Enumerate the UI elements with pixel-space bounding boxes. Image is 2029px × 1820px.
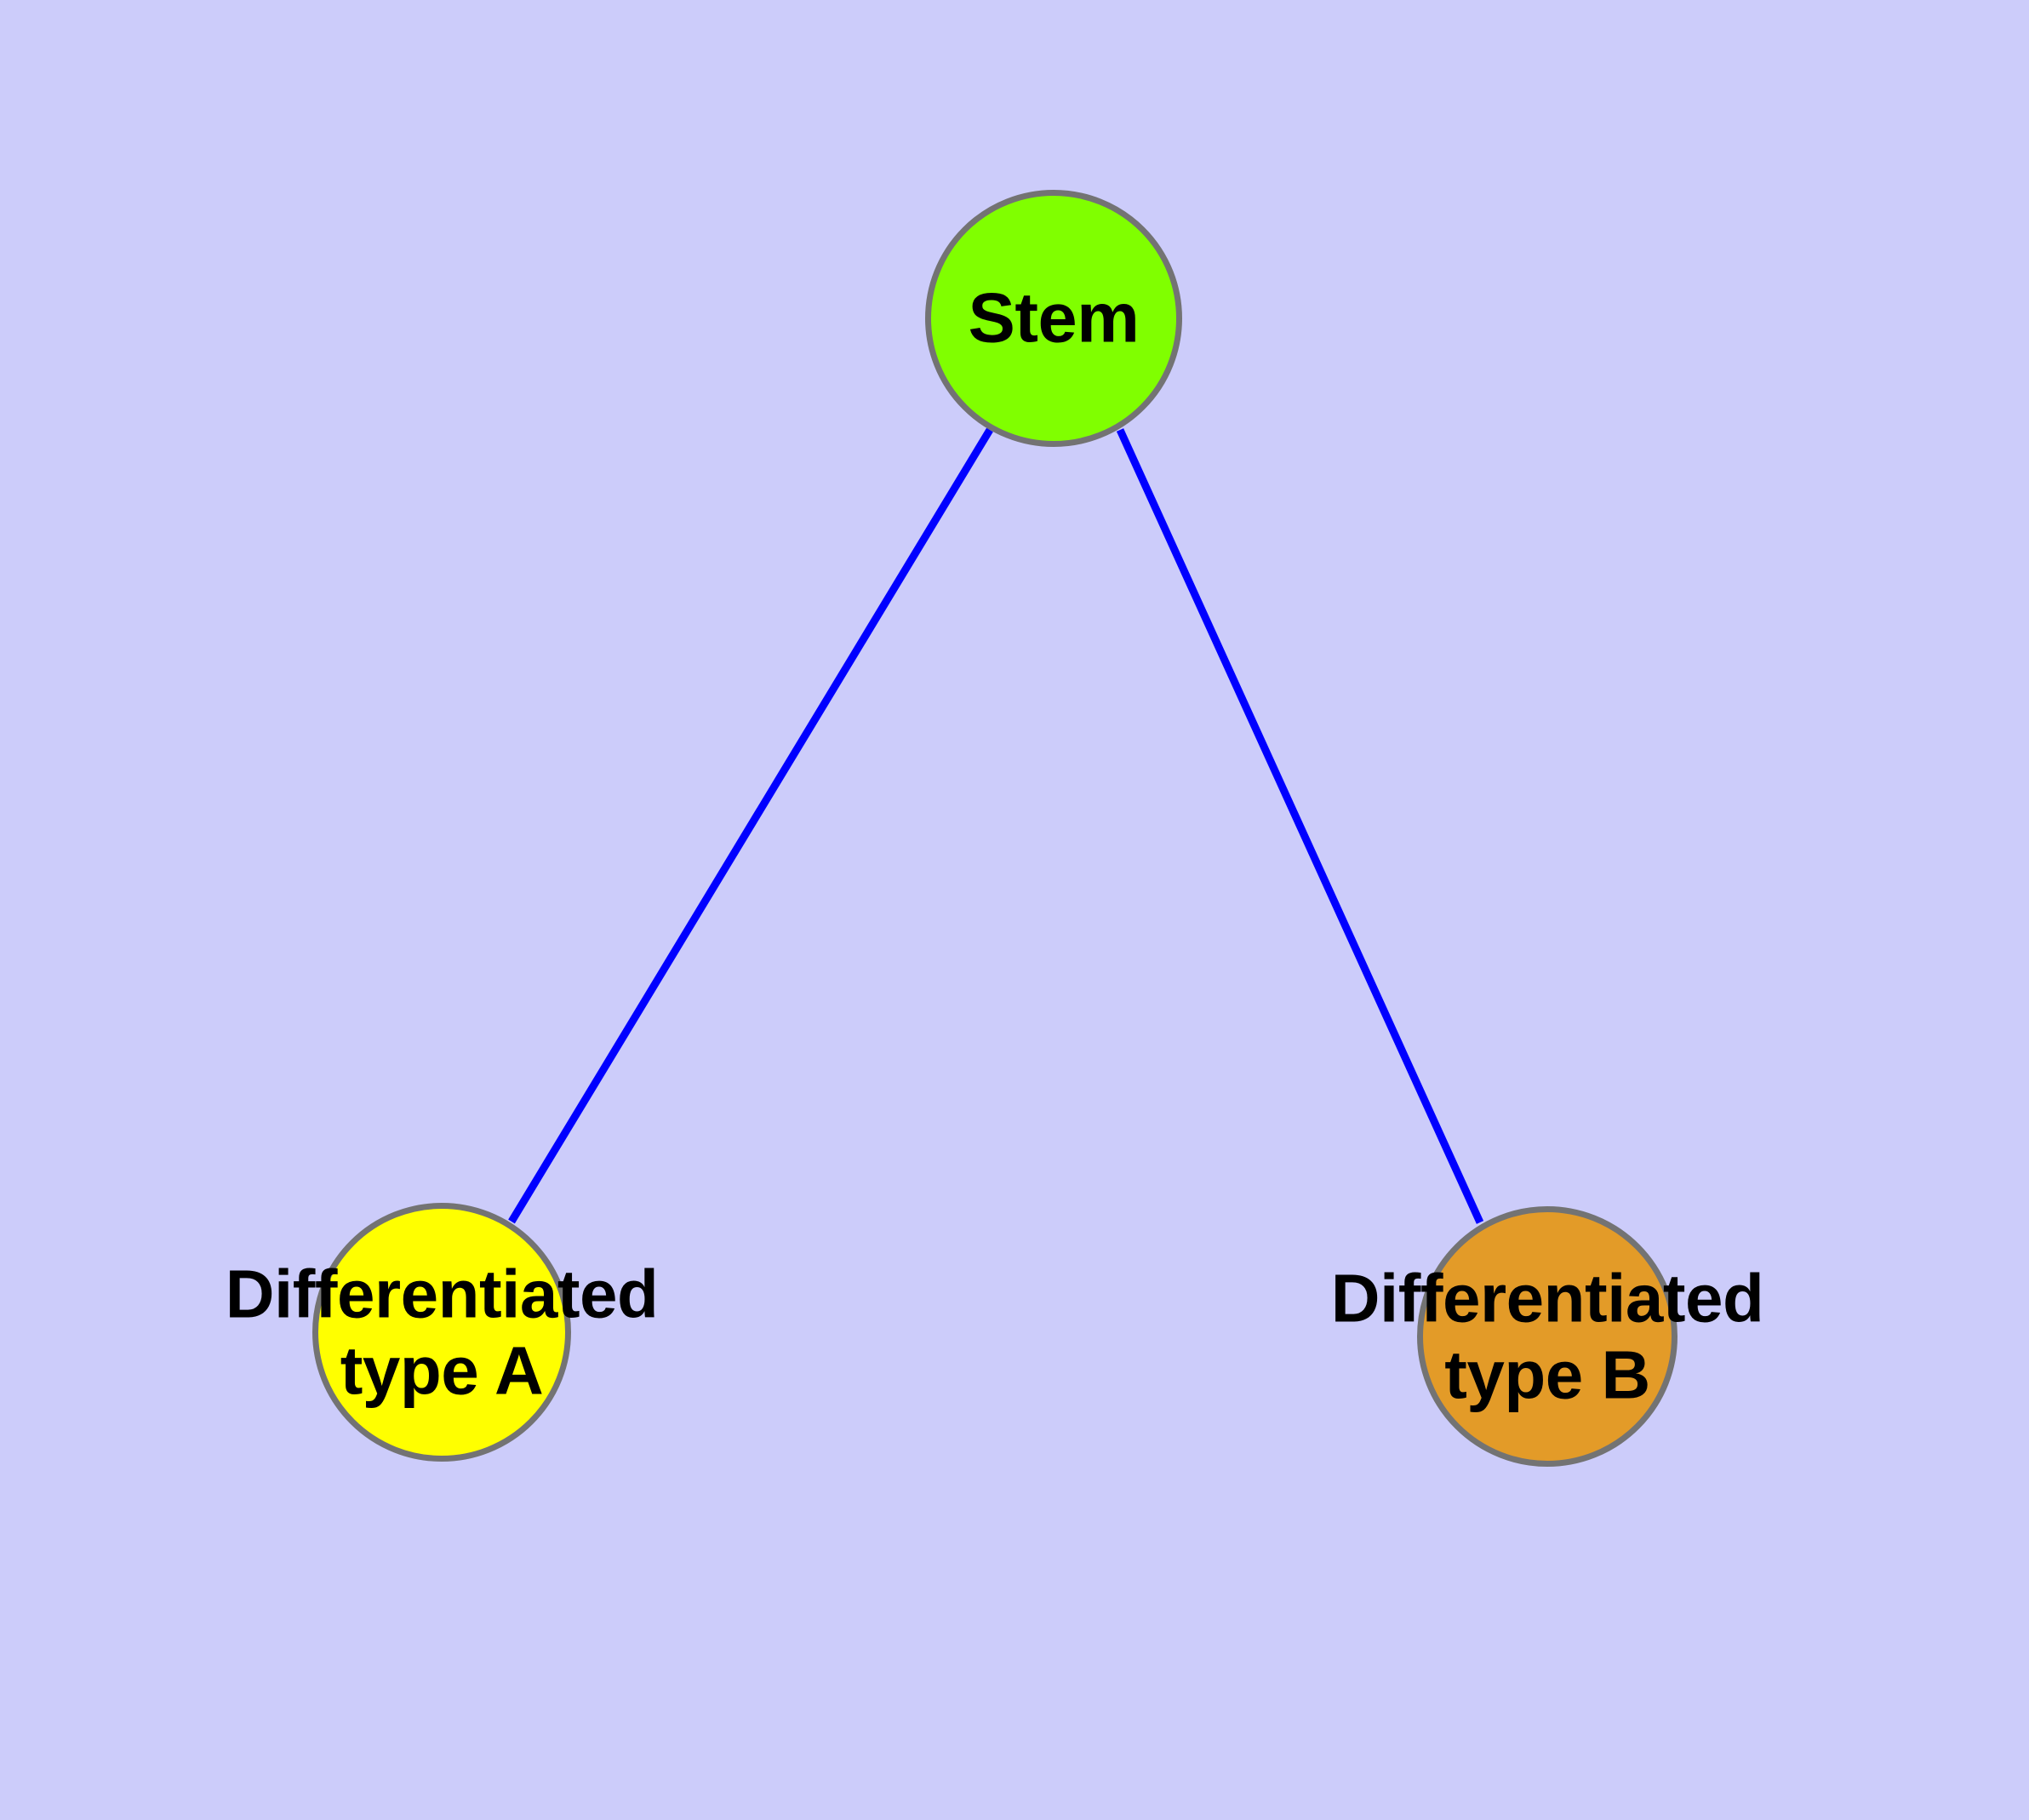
node-layer [312, 190, 1677, 1467]
edge-stem-to-diff-b [1116, 428, 1484, 1224]
node-circle-diff-a[interactable] [312, 1203, 571, 1462]
node-circle-diff-b[interactable] [1417, 1206, 1677, 1467]
edge-layer [508, 427, 1484, 1224]
node-circle-stem[interactable] [925, 190, 1182, 447]
edge-stem-to-diff-a [508, 427, 993, 1224]
